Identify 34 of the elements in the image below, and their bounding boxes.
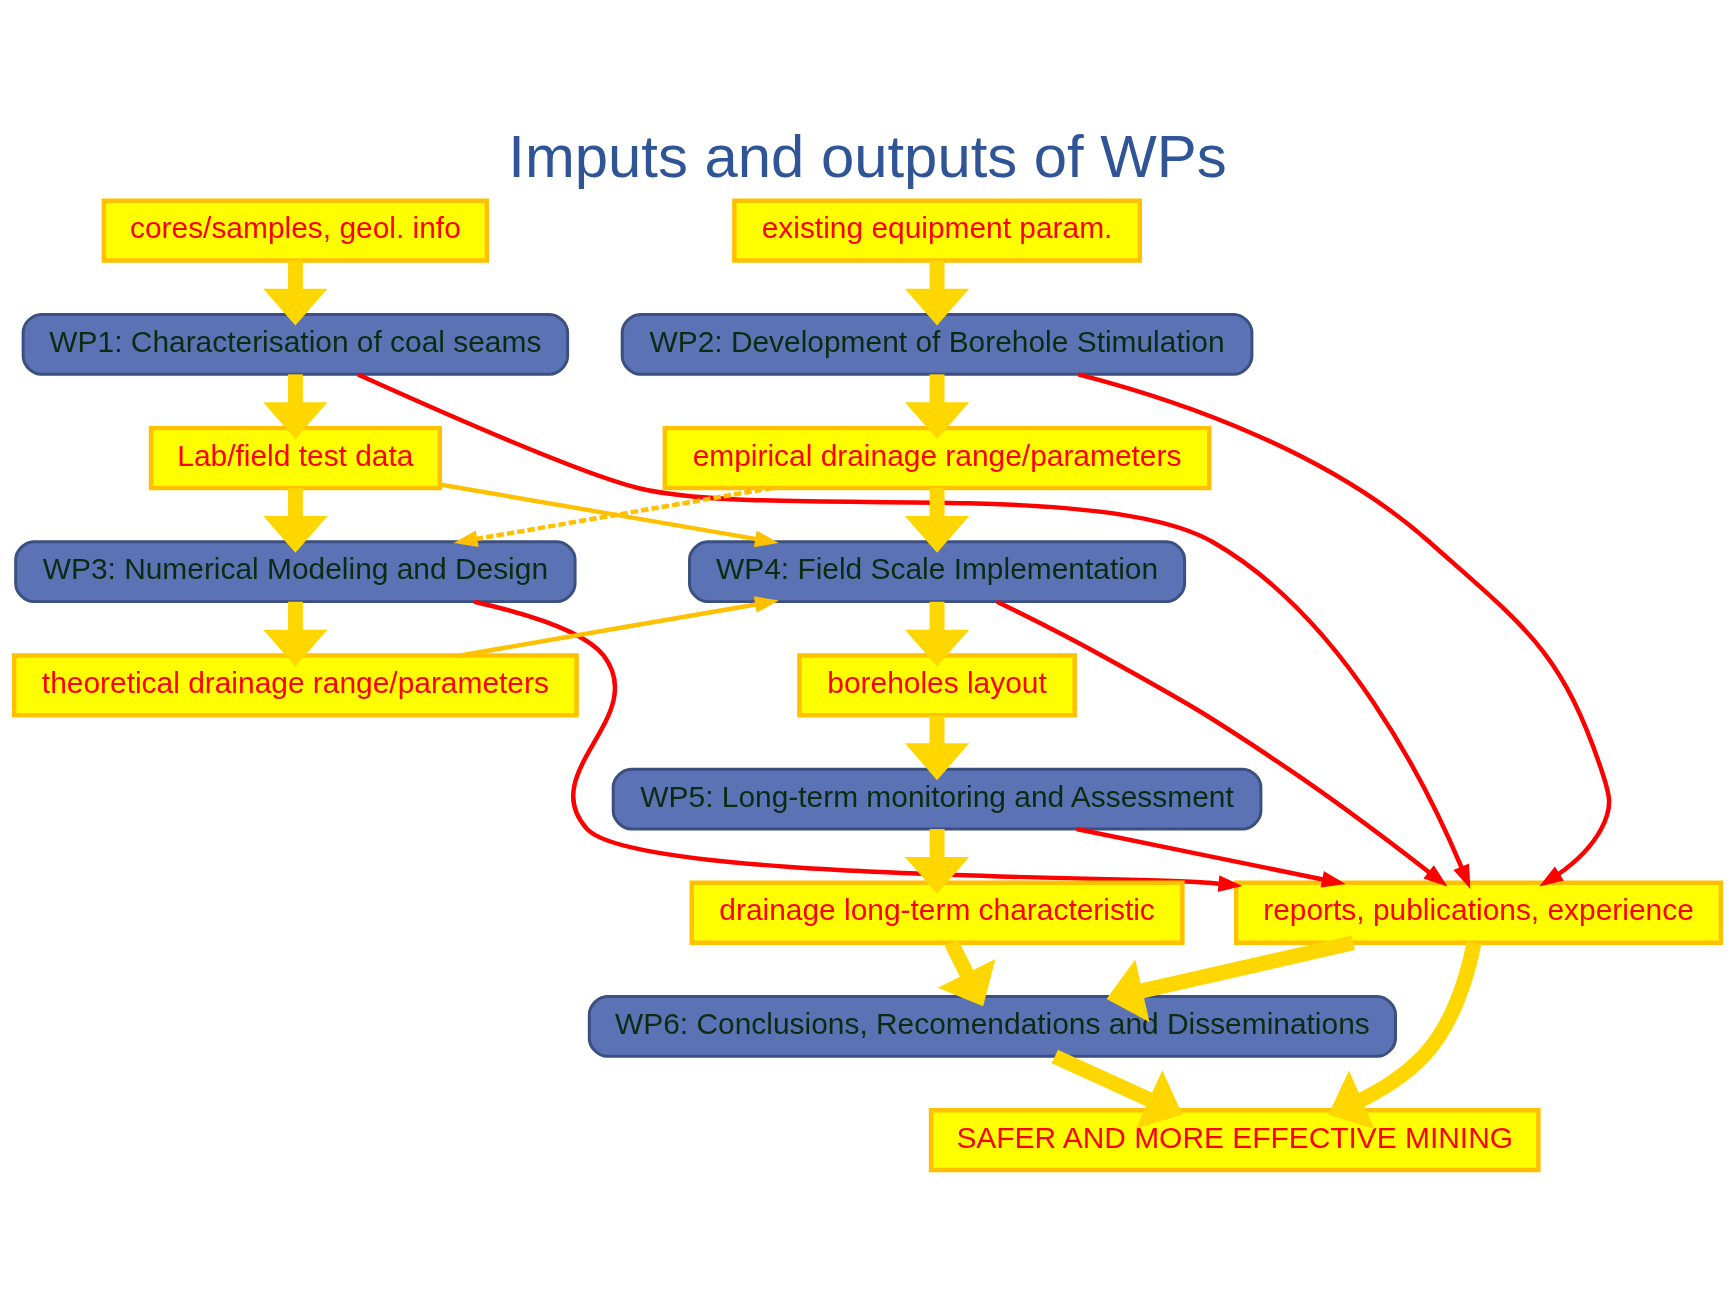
node-box: WP1: Characterisation of coal seams — [21, 312, 570, 376]
node-box: theoretical drainage range/parameters — [11, 652, 579, 718]
arrow — [263, 487, 328, 553]
arrow — [904, 714, 970, 780]
arrow — [904, 373, 970, 439]
arrow — [1076, 826, 1346, 888]
node-box: WP4: Field Scale Implementation — [688, 539, 1187, 603]
arrow — [937, 938, 996, 1006]
arrow — [1077, 371, 1612, 886]
arrow — [263, 601, 328, 666]
arrow — [904, 601, 970, 666]
arrow — [263, 260, 328, 325]
node-box: boreholes layout — [797, 652, 1077, 718]
arrow — [996, 599, 1448, 887]
arrow — [263, 373, 328, 439]
node-box: existing equipment param. — [732, 198, 1142, 263]
node-box: SAFER AND MORE EFFECTIVE MINING — [928, 1107, 1541, 1172]
arrow — [904, 260, 970, 325]
node-box: empirical drainage range/parameters — [662, 425, 1212, 490]
node-box: WP3: Numerical Modeling and Design — [14, 539, 577, 603]
arrow — [459, 595, 779, 658]
node-box: reports, publications, experience — [1233, 880, 1724, 945]
arrow — [904, 828, 970, 894]
arrow — [357, 371, 1471, 889]
diagram-title: Imputs and outputs of WPs — [508, 122, 1227, 190]
node-box: drainage long-term characteristic — [689, 880, 1185, 945]
arrow — [1051, 1049, 1183, 1129]
node-box: Lab/field test data — [148, 425, 442, 490]
arrow — [904, 487, 970, 553]
arrow — [473, 599, 1243, 892]
node-box: WP2: Development of Borehole Stimulation — [620, 312, 1254, 376]
node-box: WP6: Conclusions, Recomendations and Disseminations — [587, 994, 1397, 1058]
node-box: WP5: Long-term monitoring and Assessment — [611, 767, 1263, 830]
node-box: cores/samples, geol. info — [101, 198, 490, 263]
